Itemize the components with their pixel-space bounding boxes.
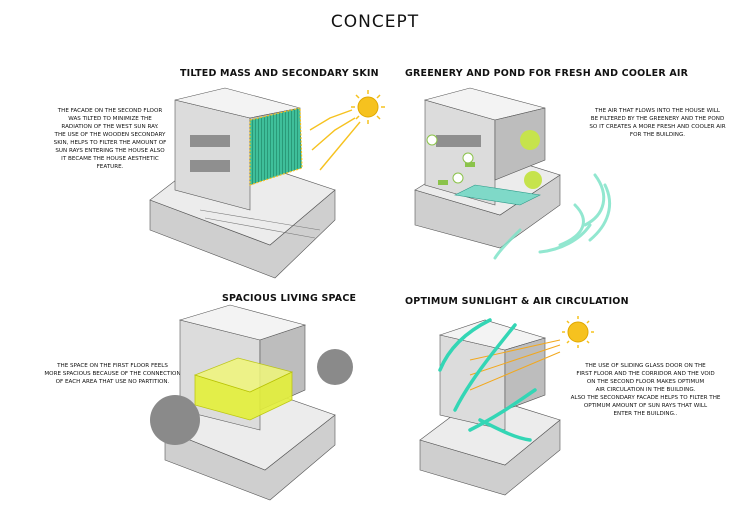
- sun-icon-2: [562, 316, 594, 348]
- panel-2-heading: GREENERY AND POND FOR FRESH AND COOLER A…: [405, 68, 689, 79]
- panel-3-heading: SPACIOUS LIVING SPACE: [222, 293, 357, 304]
- wooden-secondary-skin: [249, 107, 303, 186]
- panel-1-heading: TILTED MASS AND SECONDARY SKIN: [180, 68, 379, 79]
- building-sunlight-air: [419, 319, 561, 496]
- sun-icon: [309, 90, 385, 171]
- building-tilted-mass: [149, 87, 336, 279]
- living-room-icon: [150, 395, 200, 445]
- building-greenery-pond: [414, 87, 561, 249]
- air-flow-icon: [493, 173, 612, 260]
- air-circulation-arrows: [438, 318, 537, 442]
- page-title: CONCEPT: [330, 12, 420, 32]
- shower-icon: [317, 349, 353, 385]
- panel-4-heading: OPTIMUM SUNLIGHT & AIR CIRCULATION: [405, 296, 629, 307]
- pond: [454, 184, 541, 206]
- building-spacious-living: [164, 304, 336, 501]
